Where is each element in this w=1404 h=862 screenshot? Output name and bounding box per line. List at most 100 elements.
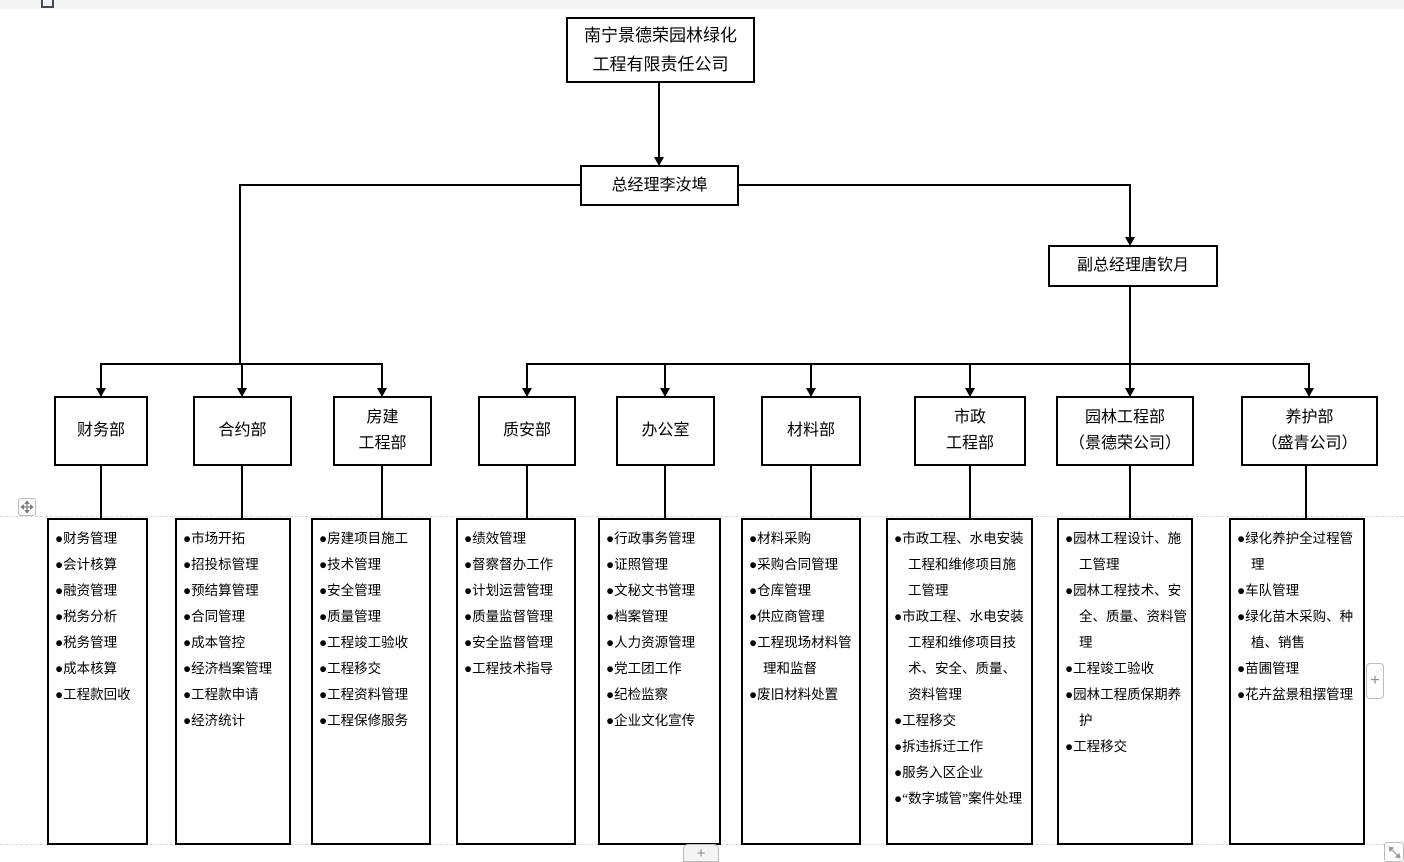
dept-label: 办公室 [641, 422, 690, 439]
duty-item: ●工程款回收 [55, 687, 131, 702]
connector-line [241, 466, 243, 518]
arrowhead-down [654, 157, 664, 166]
connector-line [810, 466, 812, 518]
dept-label: 材料部 [786, 422, 835, 439]
duty-item: ●仓库管理 [749, 583, 812, 598]
table-move-handle[interactable] [18, 498, 36, 516]
general-manager-label: 总经理李汝埠 [611, 176, 708, 194]
connector-line [664, 363, 666, 388]
connector-line [1129, 287, 1131, 365]
duty-item: ●税务管理 [55, 635, 118, 650]
duty-item: ●文秘文书管理 [606, 583, 696, 598]
duty-item: ●废旧材料处置 [749, 687, 839, 702]
duty-item: ●督察督办工作 [464, 557, 554, 572]
duty-item: ●档案管理 [606, 609, 669, 624]
duty-list-landscape-engineering: ●园林工程设计、施工管理 ●园林工程技术、安全、质量、资料管理 ●工程竣工验收 ●园林… [1057, 518, 1193, 845]
connector-line [1129, 466, 1131, 518]
connector-line [526, 363, 528, 388]
connector-line [969, 466, 971, 518]
duty-item: ●纪检监察 [606, 687, 669, 702]
duty-item: ●绩效管理 [464, 531, 527, 546]
dept-label: 质安部 [502, 422, 551, 439]
dept-label: 园林工程部 [1084, 409, 1165, 426]
duty-item: ●绿化养护全过程管理 [1237, 531, 1354, 572]
duty-item: ●绿化苗木采购、种植、销售 [1237, 609, 1354, 650]
arrowhead-down [965, 388, 975, 397]
duty-list-contracts: ●市场开拓●招投标管理●预结算管理●合同管理●成本管控●经济档案管理●工程款申请… [175, 518, 291, 845]
duty-item: ●工程竣工验收 [1065, 661, 1155, 676]
dept-box-materials: 材料部 [761, 396, 861, 466]
connector-line [1129, 363, 1131, 388]
duty-item: ●苗圃管理 [1237, 661, 1300, 676]
dept-box-quality-safety: 质安部 [478, 396, 576, 466]
arrowhead-down [1304, 388, 1314, 397]
duty-item: ●证照管理 [606, 557, 669, 572]
duty-item: ●合同管理 [183, 609, 246, 624]
dept-label: 工程部 [945, 435, 994, 452]
table-gridline-top [0, 516, 1404, 517]
connector-line [969, 363, 971, 388]
general-manager-box: 总经理李汝埠 [580, 165, 739, 206]
dept-label: 合约部 [218, 422, 267, 439]
connector-line [526, 363, 1310, 365]
dept-box-landscape-engineering: 园林工程部 （景德荣公司） [1056, 396, 1194, 466]
connector-line [100, 466, 102, 518]
duty-item: ●成本核算 [55, 661, 118, 676]
duty-item: ●“数字城管”案件处理 [894, 791, 1023, 806]
connector-line [810, 363, 812, 388]
duty-list-finance: ●财务管理●会计核算●融资管理●税务分析●税务管理●成本核算●工程款回收 [47, 518, 148, 845]
add-column-button[interactable]: + [1366, 663, 1384, 699]
dept-label: 养护部 [1285, 409, 1334, 426]
duty-list-municipal-engineering: ●市政工程、水电安装工程和维修项目施工管理●市政工程、水电安装工程和维修项目技术… [886, 518, 1033, 845]
company-name-line: 工程有限责任公司 [592, 55, 729, 74]
duty-item: ●招投标管理 [183, 557, 259, 572]
dept-label: （景德荣公司） [1068, 435, 1181, 452]
dept-box-finance: 财务部 [54, 396, 148, 466]
connector-line [381, 466, 383, 518]
duty-item: ●安全监督管理 [464, 635, 554, 650]
arrowhead-down [96, 388, 106, 397]
duty-item: ●工程保修服务 [319, 713, 409, 728]
plus-icon: + [1370, 672, 1380, 689]
duty-item: ●拆违拆迁工作 [894, 739, 984, 754]
duty-item: ●质量监督管理 [464, 609, 554, 624]
duty-item: ●花卉盆景租摆管理 [1237, 687, 1354, 702]
dept-label: 房建 [366, 409, 399, 426]
duty-item: ●工程移交 [894, 713, 957, 728]
duty-item: ●行政事务管理 [606, 531, 696, 546]
arrowhead-down [377, 388, 387, 397]
table-resize-handle[interactable] [1384, 842, 1404, 862]
connector-line [1308, 363, 1310, 388]
arrowhead-down [660, 388, 670, 397]
duty-list-housing-construction: ●房建项目施工●技术管理●安全管理●质量管理●工程竣工验收●工程移交●工程资料管… [311, 518, 431, 845]
duty-item: ●会计核算 [55, 557, 118, 572]
arrowhead-down [1125, 237, 1135, 246]
connector-line [100, 363, 102, 388]
add-row-button[interactable]: + [683, 844, 719, 862]
duty-list-office: ●行政事务管理●证照管理●文秘文书管理●档案管理●人力资源管理●党工团工作●纪检… [598, 518, 721, 845]
resize-diagonal-icon [1387, 845, 1401, 859]
dept-box-contracts: 合约部 [193, 396, 292, 466]
duty-item: ●园林工程质保期养护 [1065, 687, 1182, 728]
duty-item: ●成本管控 [183, 635, 246, 650]
duty-item: ●供应商管理 [749, 609, 825, 624]
duty-item: ●工程资料管理 [319, 687, 409, 702]
duty-item: ●园林工程技术、安全、质量、资料管理 [1065, 583, 1187, 650]
dept-label: 市政 [953, 409, 986, 426]
duty-list-quality-safety: ●绩效管理●督察督办工作●计划运营管理●质量监督管理●安全监督管理●工程技术指导 [456, 518, 576, 845]
move-icon [21, 501, 33, 513]
duty-item: ●园林工程设计、施工管理 [1065, 531, 1182, 572]
duty-item: ●市政工程、水电安装工程和维修项目技术、安全、质量、资料管理 [894, 609, 1024, 702]
connector-line [239, 184, 241, 365]
arrowhead-down [1125, 388, 1135, 397]
duty-item: ●人力资源管理 [606, 635, 696, 650]
duty-list-materials: ●材料采购●采购合同管理●仓库管理●供应商管理●工程现场材料管理和监督●废旧材料… [741, 518, 861, 845]
company-name-line: 南宁景德荣园林绿化 [584, 26, 737, 45]
margin-marker-icon [41, 0, 54, 8]
duty-item: ●经济统计 [183, 713, 246, 728]
duty-item: ●企业文化宣传 [606, 713, 696, 728]
dept-box-office: 办公室 [616, 396, 715, 466]
duty-item: ●计划运营管理 [464, 583, 554, 598]
duty-item: ●预结算管理 [183, 583, 259, 598]
